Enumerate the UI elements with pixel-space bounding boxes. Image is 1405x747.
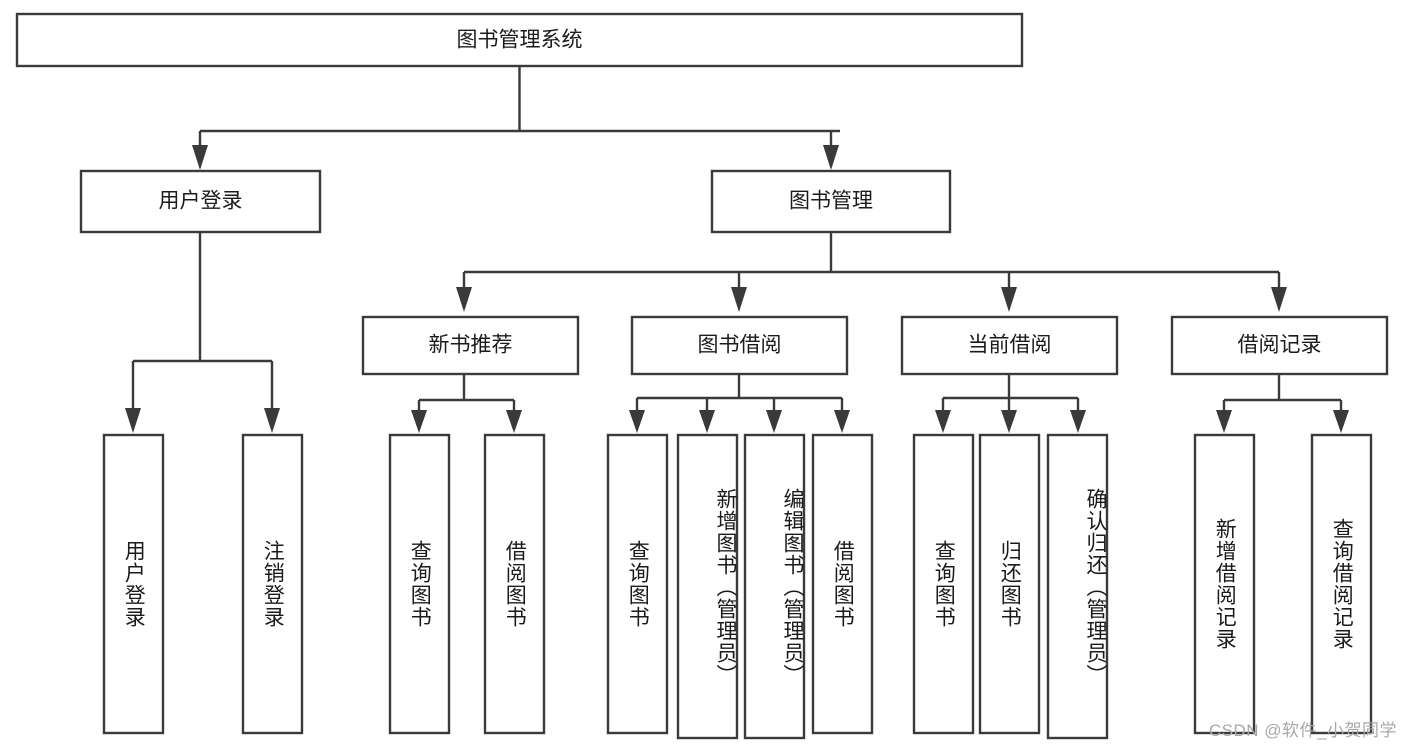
arrow-current-leaf3-icon [1070, 410, 1086, 433]
leaf-box-new-book-1[interactable] [388, 433, 451, 735]
arrow-newbook-leaf2-icon [506, 410, 522, 433]
connector-group-bookmgmt [456, 233, 1287, 312]
leaf-box-borrow-record-2[interactable] [1310, 433, 1373, 735]
arrow-bookmgmt-to-record-icon [1271, 287, 1287, 312]
arrow-record-leaf2-icon [1333, 410, 1349, 433]
arrow-borrow-leaf3-icon [766, 410, 782, 433]
node-current-borrow[interactable]: 当前借阅 [900, 315, 1119, 376]
watermark: CSDN @软件_小贺同学 [1208, 721, 1397, 740]
leaf-box-current-borrow-1[interactable] [912, 433, 975, 735]
leaf-box-book-borrow-4[interactable] [811, 433, 874, 735]
connector-group-current [935, 374, 1086, 433]
leaf-box-user-login-1[interactable] [102, 433, 165, 735]
node-new-book-recommend-box[interactable] [361, 315, 580, 376]
node-borrow-record[interactable]: 借阅记录 [1170, 315, 1389, 376]
node-book-management-label: 图书管理 [789, 190, 873, 213]
connector-group-userlogin [125, 232, 280, 433]
arrow-userlogin-leaf1-icon [125, 408, 141, 433]
arrow-root-to-userlogin-icon [192, 145, 208, 170]
arrow-current-leaf1-icon [935, 410, 951, 433]
arrow-record-leaf1-icon [1216, 410, 1232, 433]
arrow-borrow-leaf1-icon [629, 410, 645, 433]
node-book-borrow-box[interactable] [630, 315, 849, 376]
arrow-current-leaf2-icon [1001, 410, 1017, 433]
leaf-box-current-borrow-2[interactable] [978, 433, 1041, 735]
node-book-borrow-label: 图书借阅 [698, 334, 782, 357]
node-new-book-recommend[interactable]: 新书推荐 [361, 315, 580, 376]
arrow-bookmgmt-to-newbook-icon [456, 287, 472, 312]
node-book-borrow[interactable]: 图书借阅 [630, 315, 849, 376]
node-user-login-box[interactable] [79, 169, 322, 234]
node-book-management[interactable]: 图书管理 [710, 169, 952, 234]
leaf-box-book-borrow-2[interactable] [676, 433, 739, 740]
leaf-box-current-borrow-3[interactable] [1046, 433, 1109, 740]
connector-group-record [1216, 374, 1349, 433]
connector-group-root [192, 66, 840, 170]
arrow-newbook-leaf1-icon [411, 410, 427, 433]
node-current-borrow-box[interactable] [900, 315, 1119, 376]
arrow-bookmgmt-to-current-icon [1001, 287, 1017, 312]
node-root-box[interactable] [15, 12, 1024, 68]
node-user-login-label: 用户登录 [159, 190, 243, 213]
leaf-box-user-login-2[interactable] [241, 433, 304, 735]
arrow-root-to-bookmgmt-icon [823, 145, 839, 170]
node-current-borrow-label: 当前借阅 [968, 334, 1052, 357]
node-root-label: 图书管理系统 [457, 29, 583, 52]
node-new-book-recommend-label: 新书推荐 [429, 334, 513, 357]
leaf-box-book-borrow-1[interactable] [606, 433, 669, 735]
leaf-box-book-borrow-3[interactable] [743, 433, 806, 740]
arrow-borrow-leaf2-icon [699, 410, 715, 433]
leaf-box-borrow-record-1[interactable] [1193, 433, 1256, 735]
node-book-management-box[interactable] [710, 169, 952, 234]
node-borrow-record-box[interactable] [1170, 315, 1389, 376]
node-root[interactable]: 图书管理系统 [15, 12, 1024, 68]
node-borrow-record-label: 借阅记录 [1238, 334, 1322, 357]
node-user-login[interactable]: 用户登录 [79, 169, 322, 234]
arrow-borrow-leaf4-icon [834, 410, 850, 433]
connector-group-newbook [411, 374, 522, 433]
arrow-bookmgmt-to-borrow-icon [731, 287, 747, 312]
leaf-box-new-book-2[interactable] [483, 433, 546, 735]
arrow-userlogin-leaf2-icon [264, 408, 280, 433]
connector-group-borrow [629, 374, 850, 433]
